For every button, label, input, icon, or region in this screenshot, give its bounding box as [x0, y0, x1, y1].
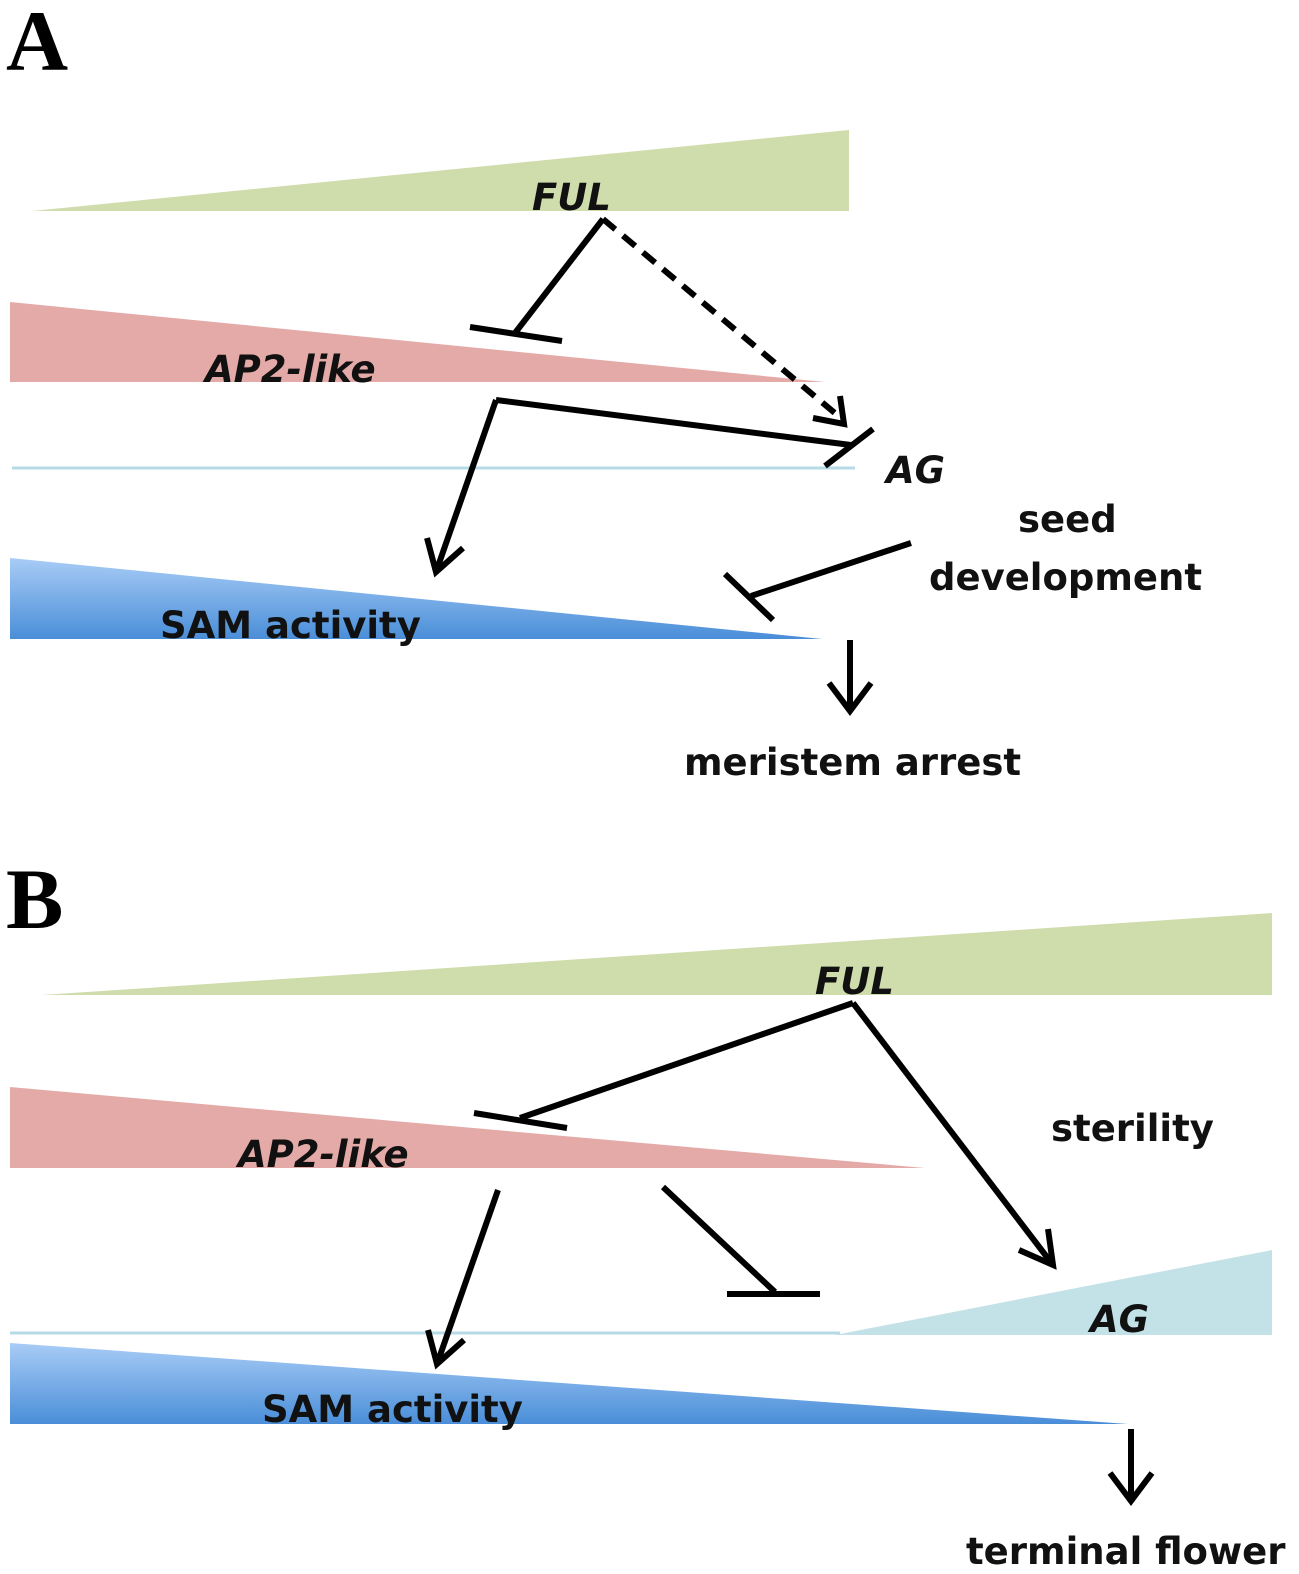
- panel-b-ful-label: FUL: [815, 960, 894, 1003]
- panel-b-ful-to-ag: [850, 1001, 1056, 1267]
- panel-b-sam-arrowhead: [425, 1329, 466, 1370]
- panel-a-ful-dashed-to-ag: [601, 216, 838, 417]
- panel-a-ag-inhibition-bar: [823, 426, 875, 469]
- panel-a-ful-wedge: [32, 130, 849, 211]
- panel-b-ful-wedge: [42, 913, 1272, 995]
- panel-a-label: A: [6, 0, 68, 89]
- panel-b-terminal-arrowhead: [1107, 1471, 1155, 1506]
- panel-a-sam-label: SAM activity: [160, 604, 421, 647]
- panel-b-label: B: [6, 851, 63, 947]
- panel-b-sterility-label: sterility: [1051, 1107, 1214, 1150]
- panel-b-ap2-to-sam: [434, 1189, 501, 1365]
- panel-a-ap2-label: AP2-like: [202, 348, 376, 391]
- panel-a-outcome-label: meristem arrest: [684, 741, 1021, 784]
- panel-a-ap2-to-sam: [433, 399, 499, 573]
- panel-a-ful-label: FUL: [532, 176, 611, 219]
- panel-b-ag-label: AG: [1087, 1298, 1149, 1341]
- panel-a-ap2-wedge: [10, 302, 825, 382]
- panel-a-sam-arrowhead: [424, 537, 465, 578]
- panel-b-outcome-label: terminal flower: [966, 1530, 1286, 1573]
- panel-a-dashed-arrowhead: [812, 395, 848, 428]
- panel-a-ful-inhibits-ap2: [512, 217, 606, 335]
- panel-a-sam-wedge: [10, 558, 822, 639]
- panel-b-sam-wedge: [10, 1343, 1128, 1424]
- panel-b-ap2-inhibits: [660, 1184, 778, 1295]
- panel-b-ap2-wedge: [10, 1087, 925, 1168]
- panel-b-ap2-label: AP2-like: [235, 1133, 409, 1176]
- panel-b-ap2-inhibition-bar: [473, 1110, 568, 1131]
- panel-a-seed-label-line2: development: [929, 556, 1202, 599]
- panel-a-sam-inhibition-bar: [722, 571, 776, 623]
- panel-a-arrest-arrowhead: [826, 681, 874, 716]
- panel-b-sam-label: SAM activity: [262, 1388, 523, 1431]
- panel-b: B FUL AP2-like AG SAM activity sterility…: [6, 851, 1286, 1573]
- panel-a-ap2-inhibition-bar: [469, 324, 563, 344]
- panel-b-ful-inhibits-ap2: [519, 1000, 854, 1121]
- panel-a: A FUL AP2-like AG SAM activity seed deve…: [6, 0, 1202, 784]
- panel-a-ag-label: AG: [883, 449, 945, 492]
- panel-a-seed-label-line1: seed: [1018, 498, 1117, 541]
- panel-a-ap2-inhibits-ag: [495, 397, 852, 448]
- panel-a-seed-inhibits-sam: [750, 540, 912, 599]
- panel-b-ag-wedge: [835, 1250, 1272, 1335]
- panel-b-ag-arrowhead: [1017, 1228, 1057, 1270]
